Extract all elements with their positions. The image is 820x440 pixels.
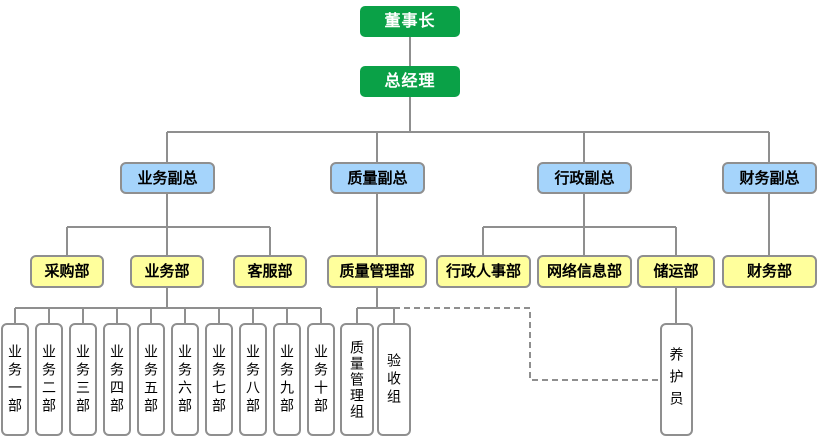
solid-connectors bbox=[14, 37, 770, 323]
node-dept-finance: 财务部 bbox=[722, 255, 817, 288]
node-vp-admin: 行政副总 bbox=[537, 162, 632, 194]
node-dept-network-info: 网络信息部 bbox=[537, 255, 632, 288]
node-group-quality-management: 质量管理组 bbox=[340, 323, 374, 436]
node-dept-quality-management: 质量管理部 bbox=[327, 255, 427, 288]
node-unit-business-2: 业务二部 bbox=[35, 323, 63, 436]
node-vp-quality: 质量副总 bbox=[330, 162, 425, 194]
node-unit-business-7: 业务七部 bbox=[205, 323, 233, 436]
node-unit-business-10: 业务十部 bbox=[307, 323, 335, 436]
node-dept-admin-hr: 行政人事部 bbox=[436, 255, 531, 288]
node-unit-business-6: 业务六部 bbox=[171, 323, 199, 436]
node-dept-customer-service: 客服部 bbox=[233, 255, 307, 288]
node-unit-business-1: 业务一部 bbox=[1, 323, 29, 436]
node-vp-finance: 财务副总 bbox=[722, 162, 817, 194]
node-group-acceptance: 验收组 bbox=[377, 323, 411, 436]
node-unit-business-3: 业务三部 bbox=[69, 323, 97, 436]
node-unit-business-4: 业务四部 bbox=[103, 323, 131, 436]
node-dept-storage-transport: 储运部 bbox=[637, 255, 715, 288]
node-dept-business: 业务部 bbox=[130, 255, 204, 288]
node-general-manager: 总经理 bbox=[360, 66, 460, 97]
dashed-connector bbox=[394, 307, 660, 381]
node-unit-business-8: 业务八部 bbox=[239, 323, 267, 436]
node-maintenance-staff: 养护员 bbox=[660, 323, 693, 436]
node-dept-purchasing: 采购部 bbox=[30, 255, 104, 288]
node-unit-business-9: 业务九部 bbox=[273, 323, 301, 436]
node-chairman: 董事长 bbox=[360, 6, 460, 37]
node-vp-business: 业务副总 bbox=[120, 162, 215, 194]
node-unit-business-5: 业务五部 bbox=[137, 323, 165, 436]
